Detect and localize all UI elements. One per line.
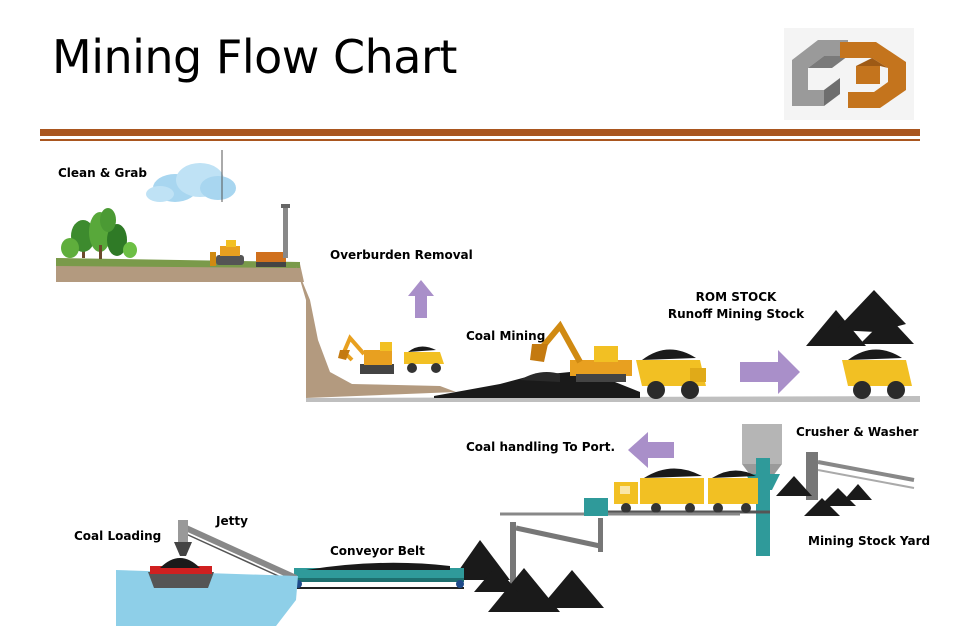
coal-ship-icon <box>148 558 214 588</box>
mining-shovel-icon <box>530 320 632 382</box>
page-title: Mining Flow Chart <box>52 30 457 84</box>
label-coal-mining: Coal Mining <box>466 329 546 343</box>
right-arrow-icon <box>740 350 800 394</box>
label-mining-stock-yard: Mining Stock Yard <box>808 534 931 548</box>
port-stockpiles <box>452 540 604 612</box>
label-conveyor-belt: Conveyor Belt <box>330 544 425 558</box>
crusher-washer-icon <box>742 424 915 556</box>
excavator-icon <box>338 334 394 374</box>
up-arrow-icon <box>408 280 434 318</box>
label-crusher-washer: Crusher & Washer <box>796 425 919 439</box>
label-rom-stock: ROM STOCK <box>695 290 777 304</box>
label-overburden-removal: Overburden Removal <box>330 248 473 262</box>
dump-truck-small-icon <box>404 346 444 373</box>
rom-stockpiles <box>806 290 914 346</box>
trees-icon <box>61 208 137 259</box>
left-arrow-icon <box>628 432 674 468</box>
label-runoff-mining-stock: Runoff Mining Stock <box>667 307 805 321</box>
drill-rig-icon <box>256 204 290 267</box>
train-platform <box>500 498 740 612</box>
label-coal-loading: Coal Loading <box>74 529 162 543</box>
haul-truck-2-icon <box>842 349 912 399</box>
bulldozer-icon <box>210 240 244 266</box>
stock-yard-piles <box>776 476 872 516</box>
header-rule-thick <box>40 129 920 136</box>
conveyor-belt-icon <box>294 562 464 589</box>
haul-truck-icon <box>636 349 706 399</box>
coal-train-icon <box>600 468 770 514</box>
label-coal-handling: Coal handling To Port. <box>466 440 616 454</box>
cloud-icon <box>146 150 236 202</box>
header-rule-thin <box>40 139 920 141</box>
label-clean-grab: Clean & Grab <box>58 166 147 180</box>
label-jetty: Jetty <box>216 514 248 528</box>
chain-logo-icon <box>784 28 914 120</box>
